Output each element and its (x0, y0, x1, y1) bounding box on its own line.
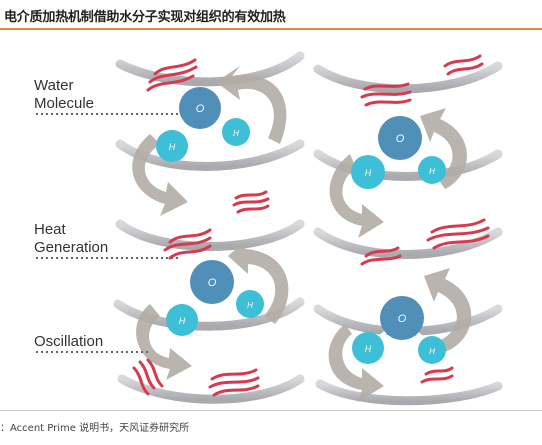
heat-wave-group-3 (360, 82, 412, 107)
helix-left-ribbon-3 (115, 219, 305, 251)
oxygen-label: O (396, 133, 405, 145)
heat-wave-group-5 (163, 228, 212, 260)
water-molecule-3: O H H (166, 260, 264, 336)
hydrogen-label: H (365, 344, 372, 354)
hydrogen-label: H (429, 167, 435, 176)
hydrogen-label: H (179, 316, 186, 326)
rotation-arrow-left-bottom-right (228, 240, 289, 324)
helix-left-ribbon-5 (117, 374, 305, 404)
oxygen-label: O (208, 277, 217, 289)
label-molecule: Molecule (34, 95, 94, 112)
helix-right-ribbon-5 (315, 379, 503, 406)
title-divider (0, 28, 542, 30)
hydrogen-atom (352, 332, 384, 364)
helix-right-ribbon-2 (313, 149, 503, 181)
oxygen-label: O (196, 103, 205, 115)
water-molecule-4: O H H (352, 296, 446, 364)
figure-title: 电介质加热机制借助水分子实现对组织的有效加热 (4, 10, 286, 25)
water-molecule-2: O H H (351, 116, 446, 189)
heat-wave-group-1 (146, 58, 198, 92)
label-water: Water (34, 77, 73, 94)
oxygen-label: O (398, 313, 407, 325)
hydrogen-label: H (169, 142, 176, 152)
rotation-arrow-left-top-left (132, 134, 188, 216)
hydrogen-label: H (247, 301, 253, 310)
heat-wave-group-6 (426, 218, 490, 250)
hydrogen-atom (236, 290, 264, 318)
rotation-arrow-right-bottom-left (328, 324, 384, 402)
oxygen-atom (378, 116, 422, 160)
rotation-arrow-right-top-left (329, 154, 384, 238)
heat-waves (132, 54, 490, 397)
hydrogen-atom (418, 156, 446, 184)
hydrogen-label: H (233, 129, 239, 138)
helix-right-ribbon-3 (313, 227, 503, 259)
label-heat: Heat (34, 221, 67, 238)
label-oscillation: Oscillation (34, 333, 103, 350)
heat-wave-group-8 (132, 358, 164, 396)
rotation-arrow-left-bottom-left (136, 304, 192, 380)
hydrogen-atom (351, 155, 385, 189)
hydrogen-label: H (429, 347, 435, 356)
helix-left-ribbon-4 (113, 297, 305, 331)
helix-right-ribbon-1 (313, 61, 503, 94)
hydrogen-atom (166, 304, 198, 336)
heat-wave-group-9 (208, 368, 260, 397)
hydrogen-label: H (365, 168, 372, 178)
heat-wave-group-7 (360, 246, 402, 266)
rotation-arrow-right-top-right (420, 108, 467, 189)
oxygen-atom (190, 260, 234, 304)
dielectric-heating-diagram: Water Molecule Heat Generation Oscillati… (34, 51, 503, 406)
oxygen-atom (179, 87, 221, 129)
heat-wave-group-4 (232, 190, 270, 214)
label-generation: Generation (34, 239, 108, 256)
hydrogen-atom (418, 336, 446, 364)
footer-divider (0, 410, 542, 411)
hydrogen-atom (156, 130, 188, 162)
source-note: ：Accent Prime 说明书，天风证券研究所 (0, 423, 190, 434)
leader-lines (36, 113, 178, 353)
rotation-arrow-left-top-right (216, 66, 287, 144)
heat-wave-group-2 (443, 54, 484, 76)
rotation-arrows (132, 66, 472, 402)
oxygen-atom (380, 296, 424, 340)
water-molecule-1: O H H (156, 87, 250, 162)
heat-wave-group-10 (420, 366, 454, 384)
rotation-arrow-right-bottom-right (424, 268, 472, 352)
hydrogen-atom (222, 118, 250, 146)
helix-left-ribbon-1 (115, 51, 305, 87)
